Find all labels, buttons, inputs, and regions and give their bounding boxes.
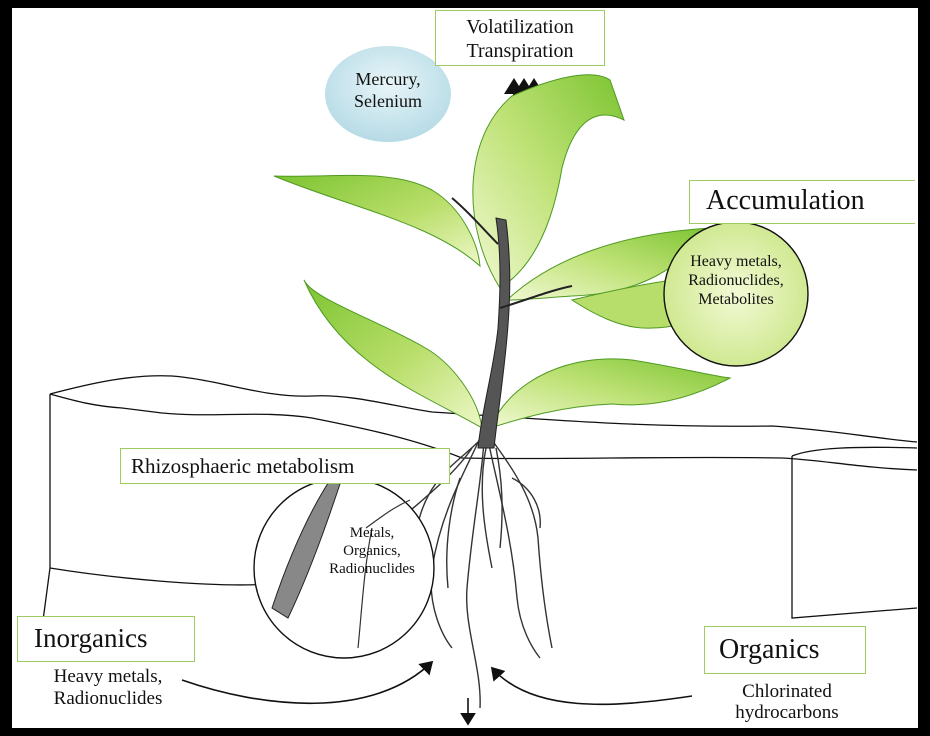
mercury-selenium-label: Mercury, Selenium bbox=[342, 68, 434, 112]
soil-block bbox=[42, 376, 917, 628]
accumulation-label: Accumulation bbox=[706, 185, 865, 217]
rhizo-detail-line: Organics, bbox=[312, 542, 432, 560]
mercury-text: Mercury, bbox=[342, 68, 434, 90]
rhizo-detail-line: Metals, bbox=[312, 524, 432, 542]
accumulation-box: Accumulation bbox=[689, 180, 915, 224]
transpiration-label: Transpiration bbox=[436, 39, 604, 63]
rhizo-detail-line: Radionuclides bbox=[312, 560, 432, 578]
volatilization-label: Volatilization bbox=[436, 15, 604, 39]
accumulation-detail-line: Heavy metals, bbox=[664, 252, 808, 271]
selenium-text: Selenium bbox=[342, 90, 434, 112]
inorganics-detail-line: Heavy metals, bbox=[12, 666, 204, 688]
organics-box: Organics bbox=[704, 626, 866, 674]
organics-detail-line: hydrocarbons bbox=[702, 702, 872, 723]
organics-detail-line: Chlorinated bbox=[702, 681, 872, 702]
rhizo-detail: Metals, Organics, Radionuclides bbox=[312, 524, 432, 578]
inorganics-arrow bbox=[182, 662, 432, 703]
accumulation-detail: Heavy metals, Radionuclides, Metabolites bbox=[664, 252, 808, 309]
inorganics-detail: Heavy metals, Radionuclides bbox=[12, 666, 204, 710]
accumulation-detail-line: Metabolites bbox=[664, 290, 808, 309]
organics-arrow bbox=[492, 668, 692, 704]
inorganics-label: Inorganics bbox=[34, 623, 147, 654]
organics-detail: Chlorinated hydrocarbons bbox=[702, 681, 872, 723]
diagram-frame: Volatilization Transpiration Mercury, Se… bbox=[12, 8, 918, 728]
inorganics-box: Inorganics bbox=[17, 616, 195, 662]
inorganics-detail-line: Radionuclides bbox=[12, 688, 204, 710]
accumulation-detail-line: Radionuclides, bbox=[664, 271, 808, 290]
rhizosphaeric-box: Rhizosphaeric metabolism bbox=[120, 448, 450, 484]
volatilization-box: Volatilization Transpiration bbox=[435, 10, 605, 66]
organics-label: Organics bbox=[719, 634, 820, 666]
rhizosphaeric-label: Rhizosphaeric metabolism bbox=[131, 454, 354, 479]
